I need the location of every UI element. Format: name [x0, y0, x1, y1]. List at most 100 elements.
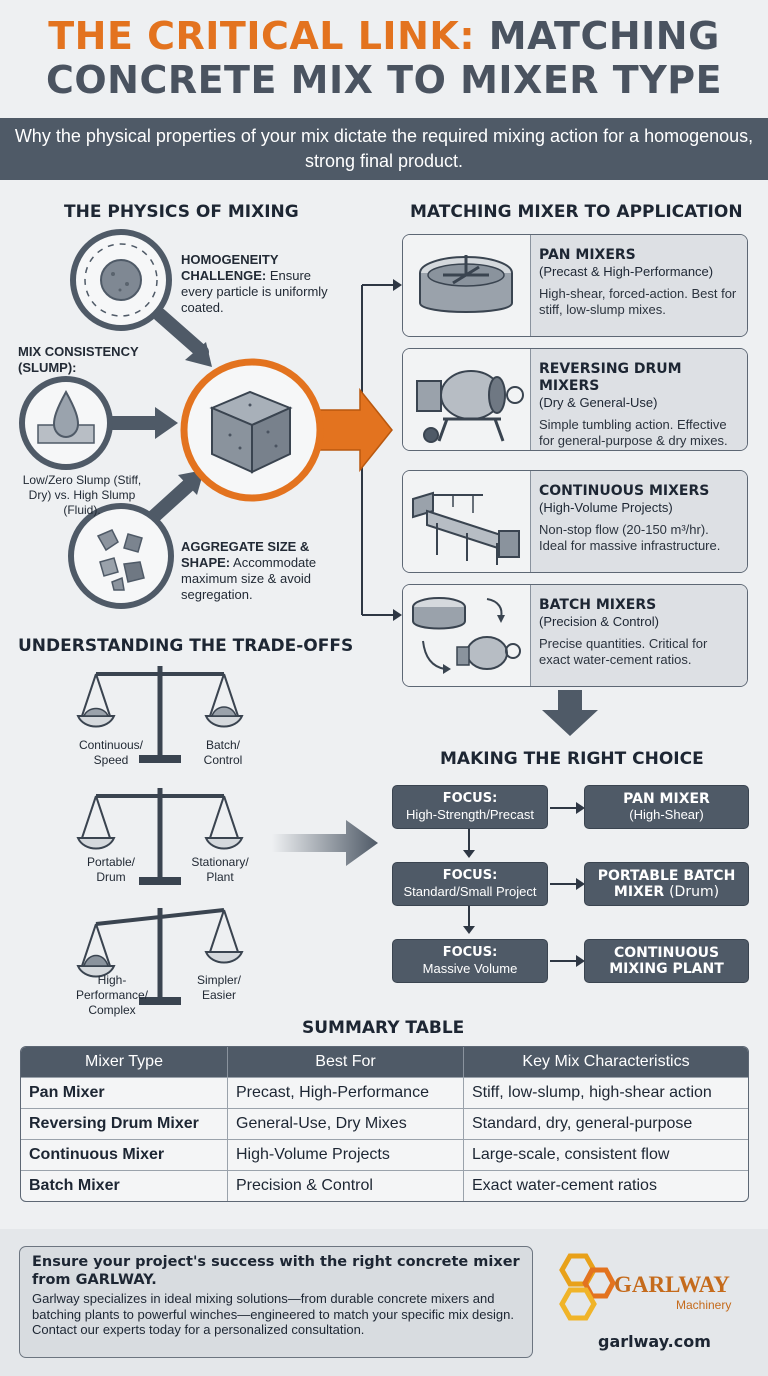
mixer-card-batch: BATCH MIXERS (Precision & Control) Preci…	[402, 584, 748, 687]
card-title: CONTINUOUS MIXERS	[539, 483, 710, 499]
column-header: Mixer Type	[21, 1047, 228, 1077]
pan-mixer-icon	[403, 235, 531, 336]
summary-heading: SUMMARY TABLE	[302, 1018, 465, 1038]
table-cell: Reversing Drum Mixer	[21, 1108, 228, 1139]
slump-text: Low/Zero Slump (Stiff, Dry) vs. High Slu…	[22, 473, 142, 517]
scale-icon-3	[76, 908, 244, 1005]
result-box-3: CONTINUOUS MIXING PLANT	[584, 939, 749, 983]
result-name: PORTABLE BATCH MIXER	[597, 868, 736, 900]
focus-value: Massive Volume	[422, 961, 518, 976]
batch-card-body: BATCH MIXERS (Precision & Control) Preci…	[531, 585, 747, 686]
table-cell: General-Use, Dry Mixes	[228, 1108, 464, 1139]
scale-2-left: Portable/ Drum	[86, 855, 136, 884]
drum-card-body: REVERSING DRUM MIXERS (Dry & General-Use…	[531, 349, 747, 450]
tradeoffs-heading: UNDERSTANDING THE TRADE-OFFS	[18, 636, 354, 656]
scale-2-right: Stationary/ Plant	[191, 855, 249, 884]
focus-value: High-Strength/Precast	[406, 807, 534, 822]
tradeoff-arrow-icon	[272, 820, 378, 866]
table-cell: Large-scale, consistent flow	[464, 1139, 748, 1170]
subtitle-banner: Why the physical properties of your mix …	[0, 118, 768, 180]
scale-icon-2	[76, 788, 244, 885]
focus-box-3: FOCUS: Massive Volume	[392, 939, 548, 983]
balance-scales	[76, 666, 244, 1005]
card-description: High-shear, forced-action. Best for stif…	[539, 286, 737, 317]
brand-name: GARLWAY	[614, 1272, 730, 1297]
table-cell: Batch Mixer	[21, 1170, 228, 1201]
card-title: REVERSING DRUM MIXERS	[539, 361, 682, 394]
consistency-label: MIX CONSISTENCY (SLUMP):	[18, 344, 139, 375]
table-cell: Pan Mixer	[21, 1077, 228, 1108]
concrete-cube-icon	[180, 358, 324, 502]
focus-box-2: FOCUS: Standard/Small Project	[392, 862, 548, 906]
table-cell: Continuous Mixer	[21, 1139, 228, 1170]
batch-mixer-icon	[403, 585, 531, 686]
card-title: BATCH MIXERS	[539, 597, 657, 613]
table-cell: Standard, dry, general-purpose	[464, 1108, 748, 1139]
result-sub: (Drum)	[669, 884, 720, 900]
page-title: THE CRITICAL LINK: MATCHING CONCRETE MIX…	[0, 0, 768, 118]
card-subtitle: (Precast & High-Performance)	[539, 264, 714, 279]
footer-headline: Ensure your project's success with the r…	[32, 1254, 520, 1288]
card-subtitle: (High-Volume Projects)	[539, 500, 673, 515]
aggregate-label: AGGREGATE SIZE & SHAPE:	[181, 539, 310, 570]
result-label: PORTABLE BATCH MIXER (Drum)	[585, 868, 748, 900]
table-cell: Precision & Control	[228, 1170, 464, 1201]
footer-cta-box: Ensure your project's success with the r…	[19, 1246, 533, 1358]
homogeneity-text: HOMOGENEITY CHALLENGE: Ensure every part…	[181, 252, 331, 316]
pan-card-body: PAN MIXERS (Precast & High-Performance) …	[531, 235, 747, 336]
result-sub: (High-Shear)	[629, 807, 704, 822]
footer-body: Garlway specializes in ideal mixing solu…	[32, 1291, 514, 1337]
drum-mixer-icon	[403, 349, 531, 450]
website-link[interactable]: garlway.com	[598, 1332, 711, 1351]
table-header-row: Mixer Type Best For Key Mix Characterist…	[21, 1047, 748, 1077]
result-label: PAN MIXER	[623, 791, 710, 807]
aggregate-text: AGGREGATE SIZE & SHAPE: Accommodate maxi…	[181, 539, 341, 603]
scale-3-right: Simpler/ Easier	[196, 973, 241, 1002]
table-cell: Exact water-cement ratios	[464, 1170, 748, 1201]
application-heading: MATCHING MIXER TO APPLICATION	[410, 202, 743, 222]
result-label: CONTINUOUS MIXING PLANT	[609, 945, 724, 977]
slump-icon	[19, 376, 178, 470]
title-accent: THE CRITICAL LINK:	[48, 14, 476, 58]
mixer-card-continuous: CONTINUOUS MIXERS (High-Volume Projects)…	[402, 470, 748, 573]
homogeneity-desc: Ensure every particle is uniformly coate…	[181, 268, 328, 315]
aggregate-icon	[68, 470, 204, 609]
choice-arrows	[550, 802, 585, 967]
summary-table: Mixer Type Best For Key Mix Characterist…	[20, 1046, 749, 1202]
table-cell: High-Volume Projects	[228, 1139, 464, 1170]
scale-1-left: Continuous/ Speed	[78, 738, 144, 767]
connector-arrow-top	[393, 279, 402, 291]
aggregate-desc: Accommodate maximum size & avoid segrega…	[181, 555, 317, 602]
focus-label: FOCUS:	[442, 868, 498, 883]
table-row: Continuous Mixer High-Volume Projects La…	[21, 1139, 748, 1170]
mixer-card-pan: PAN MIXERS (Precast & High-Performance) …	[402, 234, 748, 337]
physics-heading: THE PHYSICS OF MIXING	[64, 202, 299, 222]
table-cell: Precast, High-Performance	[228, 1077, 464, 1108]
card-description: Non-stop flow (20-150 m³/hr). Ideal for …	[539, 522, 721, 553]
card-title: PAN MIXERS	[539, 247, 636, 263]
focus-value: Standard/Small Project	[403, 884, 537, 899]
focus-box-1: FOCUS: High-Strength/Precast	[392, 785, 548, 829]
mixer-card-drum: REVERSING DRUM MIXERS (Dry & General-Use…	[402, 348, 748, 451]
title-line-2: CONCRETE MIX TO MIXER TYPE	[45, 58, 723, 102]
card-subtitle: (Precision & Control)	[539, 614, 659, 629]
table-cell: Stiff, low-slump, high-shear action	[464, 1077, 748, 1108]
orange-flow-arrow	[317, 387, 393, 473]
column-header: Best For	[228, 1047, 464, 1077]
result-box-1: PAN MIXER (High-Shear)	[584, 785, 749, 829]
title-rest: MATCHING	[488, 14, 720, 58]
table-row: Batch Mixer Precision & Control Exact wa…	[21, 1170, 748, 1201]
column-header: Key Mix Characteristics	[464, 1047, 748, 1077]
focus-label: FOCUS:	[442, 945, 498, 960]
conveyor-icon	[403, 471, 531, 572]
homogeneity-label: HOMOGENEITY CHALLENGE:	[181, 252, 279, 283]
homogeneity-icon	[70, 229, 212, 367]
card-description: Precise quantities. Critical for exact w…	[539, 636, 708, 667]
card-subtitle: (Dry & General-Use)	[539, 395, 658, 410]
physics-diagram	[19, 229, 402, 621]
scale-3-left: High- Performance/ Complex	[75, 973, 149, 1017]
result-box-2: PORTABLE BATCH MIXER (Drum)	[584, 862, 749, 906]
table-row: Reversing Drum Mixer General-Use, Dry Mi…	[21, 1108, 748, 1139]
continuous-card-body: CONTINUOUS MIXERS (High-Volume Projects)…	[531, 471, 747, 572]
table-row: Pan Mixer Precast, High-Performance Stif…	[21, 1077, 748, 1108]
